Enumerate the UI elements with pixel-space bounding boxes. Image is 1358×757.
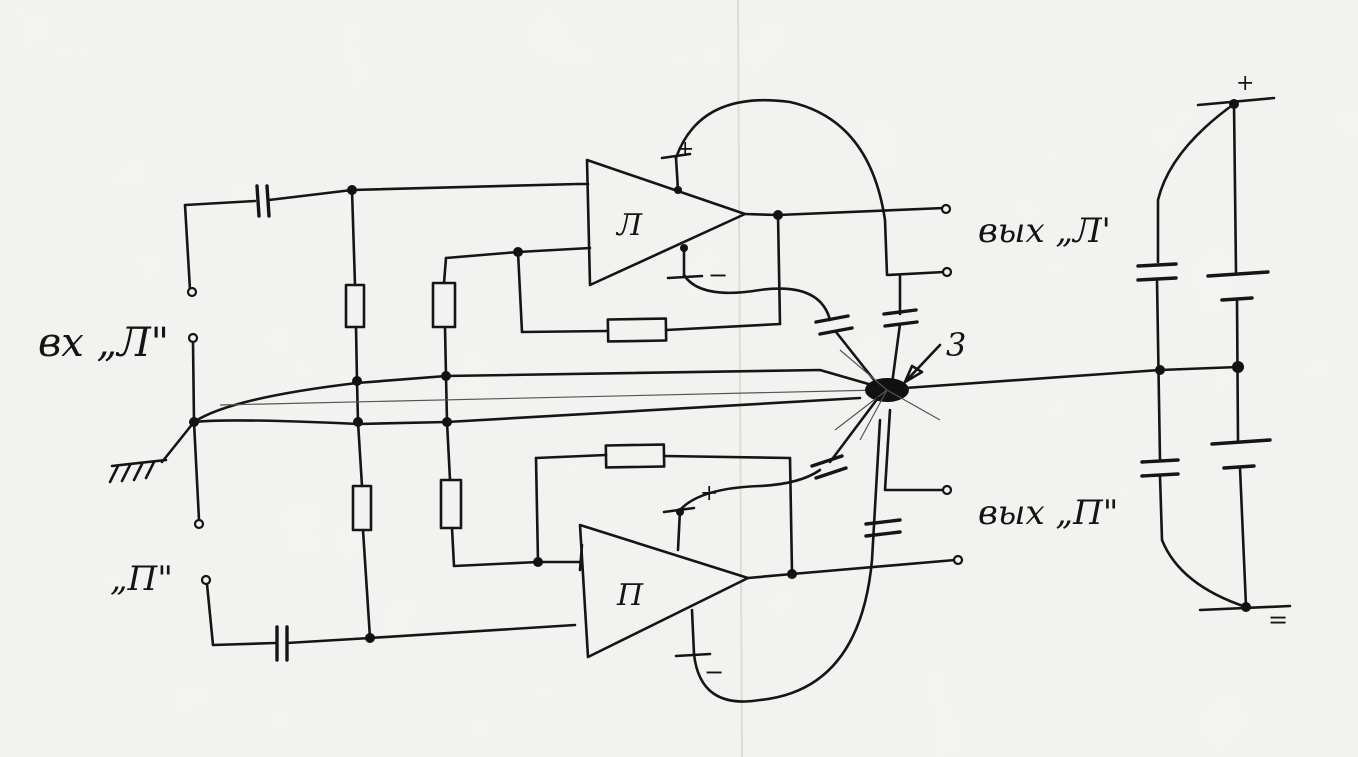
paper-fold (737, 0, 743, 757)
input-right-terminal-top (193, 518, 205, 530)
output-left-terminal-gnd (941, 266, 953, 278)
input-capacitor-bottom (211, 623, 577, 662)
output-right-terminal (952, 554, 964, 566)
input-right-label: „П" (110, 559, 173, 599)
resistor-column-left (344, 185, 375, 643)
supply-plus-label: + (1236, 71, 1254, 96)
supply-loop-bottom (692, 418, 882, 703)
amplifier-right: П + − (533, 443, 964, 686)
power-supply: + = (1136, 71, 1292, 634)
input-right-terminal-bottom (200, 574, 212, 586)
input-capacitor-top (183, 182, 580, 218)
input-left-terminal-top (186, 286, 198, 298)
output-right-terminal-gnd (941, 484, 953, 496)
star-point: 3 (834, 326, 1244, 441)
amp-left-minus: − (708, 261, 728, 289)
output-right-gnd-wire (883, 408, 946, 492)
supply-loop-top (674, 98, 946, 277)
output-right-label: вых „П" (978, 493, 1118, 533)
input-left-label: вх „Л" (38, 320, 169, 366)
ground-bus (192, 368, 881, 426)
supply-minus-label: = (1268, 606, 1288, 634)
amp-right-minus: − (704, 658, 724, 686)
output-left-label: вых „Л' (978, 211, 1111, 251)
resistor-column-mid (431, 250, 540, 568)
amplifier-left: Л + − (513, 137, 952, 343)
output-left-terminal (940, 203, 952, 215)
amp-right-plus: + (700, 481, 718, 506)
amp-left-plus: + (676, 137, 694, 162)
input-terminals (183, 203, 215, 647)
amp-left-label: Л (615, 208, 643, 243)
amp-right-label: П (616, 578, 644, 613)
star-capacitors-bottom (810, 396, 902, 538)
star-point-label: 3 (946, 326, 966, 364)
